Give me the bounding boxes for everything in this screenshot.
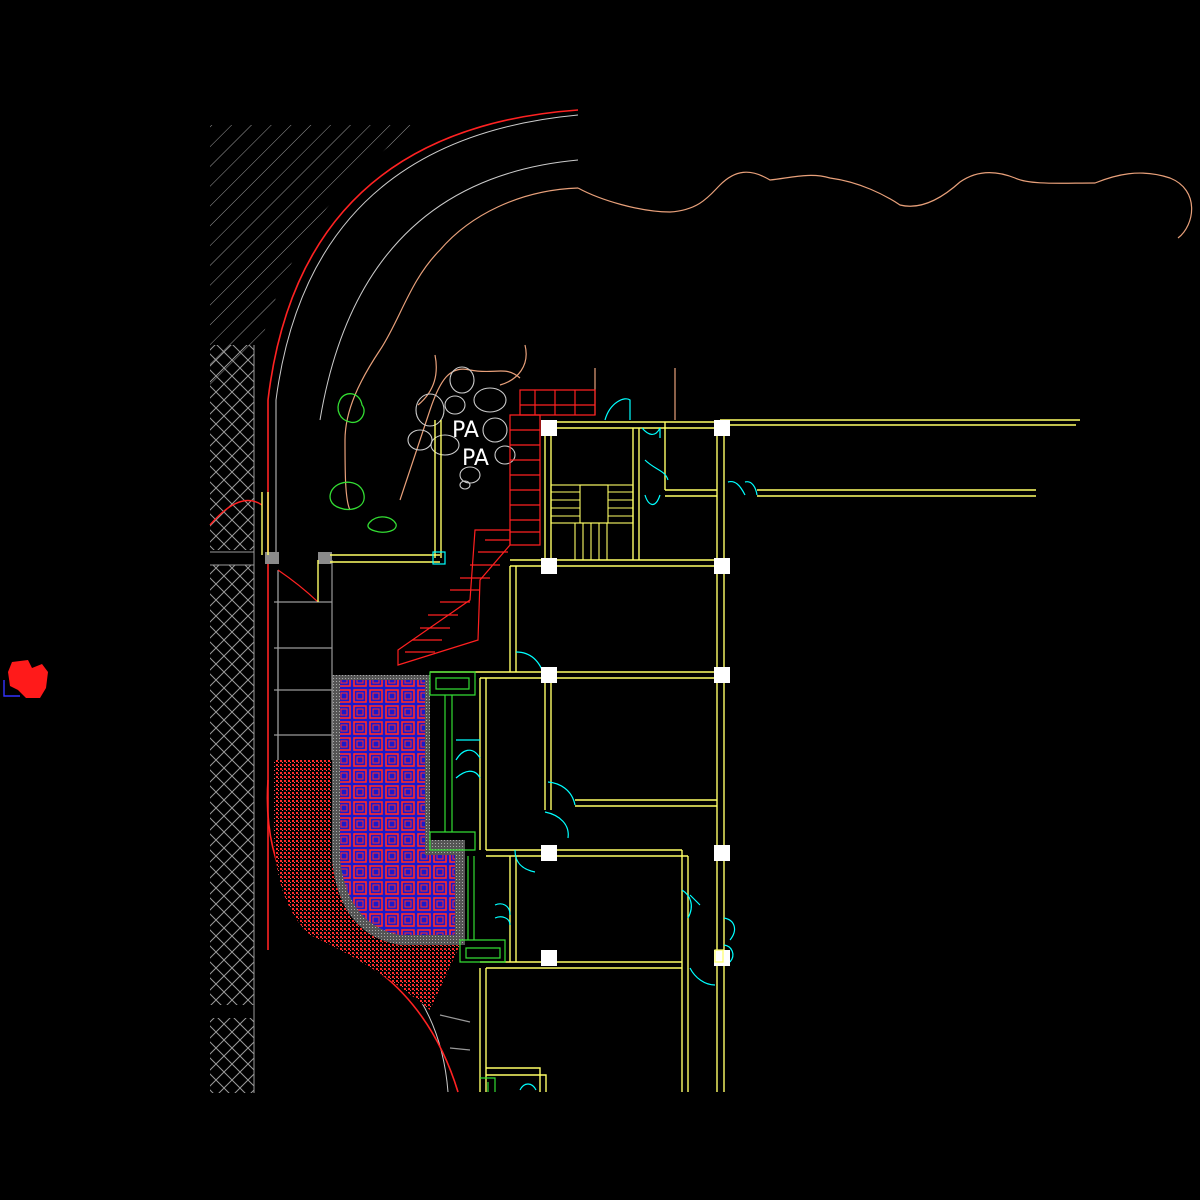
junction-box (432, 551, 446, 565)
road-curb-lines (209, 109, 579, 1093)
paving-red-curve (273, 760, 460, 1010)
structural-columns (541, 420, 730, 966)
door-swings (455, 398, 758, 1091)
utility-marker (714, 949, 724, 963)
plant-label-pa-1: PA (452, 418, 479, 443)
rockery-stones (407, 366, 516, 490)
boundary-wall-hatch (210, 345, 255, 1093)
brick-path (397, 389, 596, 666)
planter-boxes (429, 671, 506, 1092)
shrub-planting (329, 393, 397, 533)
plant-label-pa-2: PA (462, 446, 489, 471)
hatched-ground-top (210, 125, 420, 395)
paver-plaza (340, 680, 455, 935)
stray-marker-blob (3, 660, 48, 698)
stairwell (550, 484, 634, 560)
